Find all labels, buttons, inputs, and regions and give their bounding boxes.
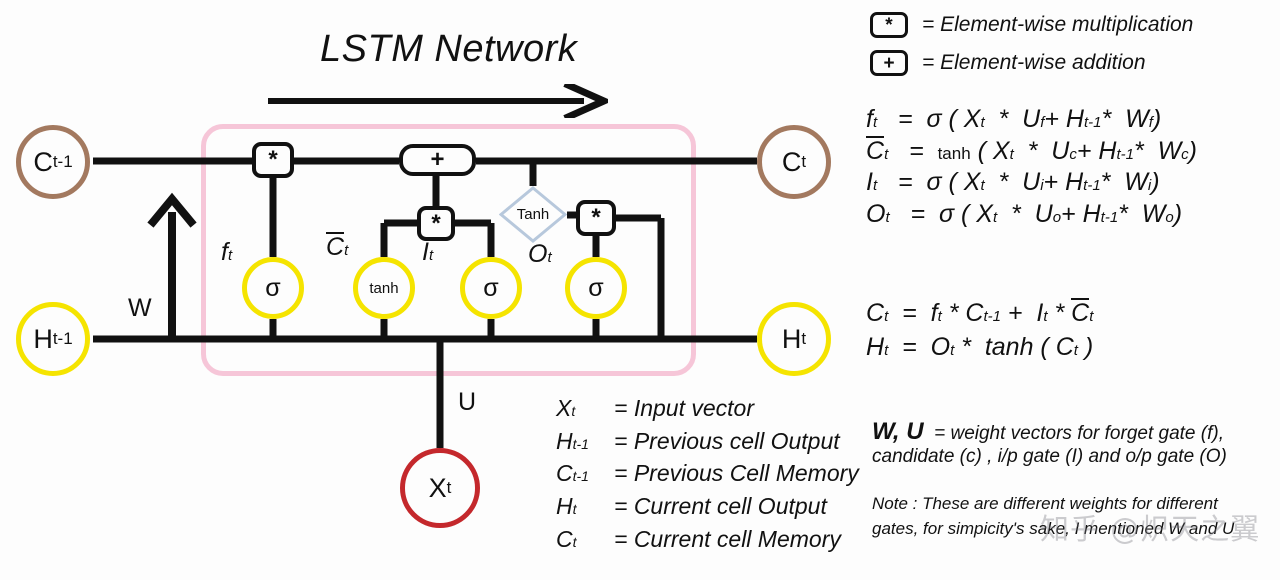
h-prev-base: H: [33, 323, 53, 354]
gate-equations-block: ft = σ ( Xt * Uf+ Ht-1* Wf)Ct = tanh ( X…: [866, 104, 1266, 230]
variable-legend-item: Xt = Input vector: [556, 392, 859, 425]
equation-gate-o: Ot = σ ( Xt * Uo+ Ht-1* Wo): [866, 199, 1183, 228]
operator-multiply-output: *: [576, 200, 616, 236]
variable-legend-text: = Previous cell Output: [614, 427, 840, 454]
gate-label-candidate: Ct: [326, 232, 348, 262]
c-prev-base: C: [33, 146, 53, 177]
legend-multiply-icon: *: [870, 12, 908, 38]
gate-label-forget: ft: [221, 238, 232, 267]
weights-description: W, U = weight vectors for forget gate (f…: [872, 418, 1272, 468]
variable-legend-item: Ct = Current cell Memory: [556, 523, 859, 556]
variable-legend-key: Ct: [556, 525, 577, 552]
x-in-sub: t: [446, 478, 452, 497]
operator-multiply-candidate: *: [417, 206, 455, 241]
activation-tanh-candidate: tanh: [353, 257, 415, 319]
footnote-line2: gates, for simpicity's sake, I mentioned…: [872, 518, 1235, 538]
activation-sigmoid-forget: σ: [242, 257, 304, 319]
legend-add-icon: +: [870, 50, 908, 76]
variable-legend-text: = Previous Cell Memory: [614, 460, 859, 487]
legend-row-multiplication: * = Element-wise multiplication: [870, 12, 1193, 38]
variable-legend-text: = Current cell Output: [614, 492, 827, 519]
weights-note-heading: W, U: [872, 418, 924, 445]
variable-legend-item: Ct-1 = Previous Cell Memory: [556, 457, 859, 490]
gate-label-forget-base: f: [221, 238, 228, 266]
x-in-base: X: [428, 472, 447, 503]
gate-label-candidate-base: C: [326, 232, 345, 261]
equation-gate-i: It = σ ( Xt * Ui+ Ht-1* Wi): [866, 168, 1160, 196]
tanh-diamond-label: Tanh: [516, 206, 550, 223]
gate-label-input-sub: t: [428, 247, 434, 264]
gate-label-output-base: O: [528, 240, 548, 268]
activation-tanh-cell-diamond: Tanh: [499, 186, 567, 243]
diamond-shape-icon: [499, 186, 567, 243]
c-next-base: C: [781, 146, 802, 177]
page-title: LSTM Network: [320, 28, 578, 70]
weight-label-w: W: [128, 294, 152, 322]
weight-label-u: U: [458, 388, 477, 416]
gate-label-input-base: I: [422, 238, 429, 266]
weights-note-line1: = weight vectors for forget gate (f),: [934, 423, 1224, 444]
legend-row-addition: + = Element-wise addition: [870, 50, 1146, 76]
variable-legend-item: Ht = Current cell Output: [556, 490, 859, 523]
right-arrow-icon: [268, 80, 613, 122]
equation-gate-f: ft = σ ( Xt * Uf+ Ht-1* Wf): [866, 105, 1162, 133]
variable-legend-item: Ht-1 = Previous cell Output: [556, 425, 859, 458]
variable-legend-key: Ht-1: [556, 427, 589, 454]
gate-label-output: Ot: [528, 240, 552, 269]
gate-label-input: It: [422, 238, 433, 267]
variable-legend-text: = Input vector: [614, 395, 754, 421]
equation-gate-c: Ct = tanh ( Xt * Uc+ Ht-1* Wc): [866, 135, 1197, 165]
weights-note-line2: candidate (c) , i/p gate (I) and o/p gat…: [872, 446, 1227, 467]
gate-label-forget-sub: t: [227, 247, 233, 264]
gate-label-output-sub: t: [547, 249, 552, 266]
activation-sigmoid-input: σ: [460, 257, 522, 319]
variable-legend-key: Ht: [556, 492, 577, 519]
legend-add-text: = Element-wise addition: [922, 51, 1146, 74]
h-prev-sub: t-1: [52, 329, 73, 348]
operator-add: +: [399, 144, 476, 176]
w-arrow-icon: [147, 192, 197, 339]
watermark: 知乎 @炽天之翼: [1040, 512, 1261, 546]
c-next-sub: t: [801, 152, 807, 171]
c-prev-sub: t-1: [52, 152, 73, 171]
h-next-base: H: [781, 323, 802, 354]
footnote-block: Note : These are different weights for d…: [872, 492, 1272, 541]
equation-hidden-state: Ht = Ot * tanh ( Ct ): [866, 333, 1094, 361]
lstm-cell-boundary: [201, 124, 696, 376]
variable-legend-key: Xt: [556, 395, 576, 421]
gate-label-candidate-sub: t: [344, 242, 349, 259]
variable-legend-key: Ct-1: [556, 460, 589, 487]
activation-sigmoid-output: σ: [565, 257, 627, 319]
legend-multiply-text: = Element-wise multiplication: [922, 13, 1194, 36]
equation-cell-state: Ct = ft * Ct-1 + It * Ct: [866, 298, 1094, 327]
operator-multiply-forget: *: [252, 142, 294, 178]
footnote-line1: Note : These are different weights for d…: [872, 494, 1218, 513]
state-equations-block: Ct = ft * Ct-1 + It * Ct Ht = Ot * tanh …: [866, 296, 1266, 364]
h-next-sub: t: [801, 329, 807, 348]
variable-legend-text: = Current cell Memory: [614, 525, 841, 552]
